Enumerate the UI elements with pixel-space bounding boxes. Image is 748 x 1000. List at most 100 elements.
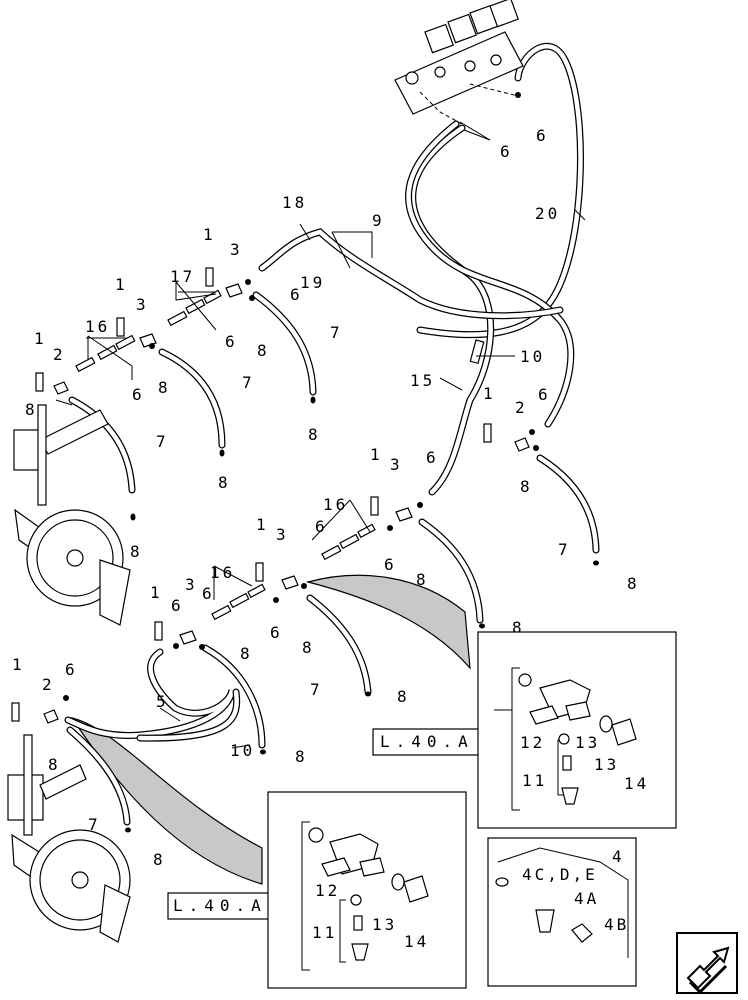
row-unit-lower [7, 734, 131, 943]
hose-18 [258, 228, 564, 320]
svg-text:6: 6 [426, 448, 439, 467]
svg-text:2: 2 [515, 398, 528, 417]
reference-tag-a2: L.40.A 2 [167, 892, 288, 921]
svg-text:3: 3 [136, 295, 149, 314]
svg-text:4A: 4A [574, 889, 599, 908]
svg-text:3: 3 [390, 455, 403, 474]
svg-text:8: 8 [218, 473, 231, 492]
detail-box-a2: 12 11 13 14 [267, 791, 467, 989]
hose-7-e [418, 518, 484, 624]
svg-text:8: 8 [257, 341, 270, 360]
svg-text:6: 6 [384, 555, 397, 574]
hose-7-c [252, 291, 317, 396]
svg-text:9: 9 [372, 211, 385, 230]
svg-text:12: 12 [315, 881, 340, 900]
svg-text:2: 2 [53, 345, 66, 364]
svg-text:15: 15 [410, 371, 435, 390]
svg-text:16: 16 [210, 563, 235, 582]
svg-text:1: 1 [115, 275, 128, 294]
svg-text:8: 8 [240, 644, 253, 663]
svg-text:3: 3 [230, 240, 243, 259]
reference-tag-a3: L.40.A 3 [372, 728, 492, 756]
svg-text:8: 8 [397, 687, 410, 706]
svg-text:1: 1 [203, 225, 216, 244]
svg-text:6: 6 [132, 385, 145, 404]
svg-text:6: 6 [65, 660, 78, 679]
spacer-tubes [75, 289, 376, 621]
brackets [11, 267, 492, 722]
hose-5 [64, 648, 236, 739]
hose-15 [409, 124, 495, 496]
hose-20 [416, 42, 584, 339]
svg-text:16: 16 [85, 317, 110, 336]
svg-text:11: 11 [312, 923, 337, 942]
leader-lines [55, 209, 586, 749]
svg-text:8: 8 [520, 477, 533, 496]
hose-7-d [536, 454, 600, 554]
svg-text:6: 6 [315, 517, 328, 536]
svg-text:8: 8 [302, 638, 315, 657]
detail-box-a3: 12 13 13 14 11 [477, 631, 677, 829]
svg-text:8: 8 [308, 425, 321, 444]
svg-text:1: 1 [150, 583, 163, 602]
svg-text:L.40.A: L.40.A [380, 732, 474, 751]
svg-text:16: 16 [323, 495, 348, 514]
hose-7-g [201, 644, 266, 749]
clamps [63, 92, 539, 701]
svg-text:1: 1 [12, 655, 25, 674]
svg-text:8: 8 [416, 570, 429, 589]
svg-text:7: 7 [156, 432, 169, 451]
hose-7-b [158, 348, 226, 449]
valve-manifold [394, 0, 524, 141]
svg-text:7: 7 [310, 680, 323, 699]
svg-text:14: 14 [404, 932, 429, 951]
svg-text:17: 17 [170, 267, 195, 286]
svg-text:1: 1 [370, 445, 383, 464]
svg-text:8: 8 [153, 850, 166, 869]
shield-lower [70, 717, 263, 885]
arrow-next-icon[interactable] [676, 932, 738, 995]
svg-text:6: 6 [202, 584, 215, 603]
svg-text:8: 8 [48, 755, 61, 774]
svg-text:5: 5 [156, 692, 169, 711]
svg-text:6: 6 [538, 385, 551, 404]
hose-10-upper [405, 120, 575, 428]
svg-text:8: 8 [25, 400, 38, 419]
svg-text:13: 13 [575, 733, 600, 752]
svg-text:7: 7 [242, 373, 255, 392]
callout-labels: 1 3 17 1 3 16 1 2 8 6 8 6 8 6 19 18 9 7 … [12, 126, 640, 869]
svg-text:4C,D,E: 4C,D,E [522, 865, 598, 884]
shield-upper [305, 574, 471, 670]
svg-text:7: 7 [558, 540, 571, 559]
svg-text:20: 20 [535, 204, 560, 223]
svg-text:6: 6 [536, 126, 549, 145]
svg-text:1: 1 [256, 515, 269, 534]
svg-text:19: 19 [300, 273, 325, 292]
svg-text:4: 4 [612, 847, 625, 866]
hose-10-lower [136, 688, 241, 742]
svg-text:14: 14 [624, 774, 649, 793]
detail-box-4: 4 4C,D,E 4A 4B [487, 837, 637, 987]
svg-text:10: 10 [230, 741, 255, 760]
svg-text:6: 6 [290, 285, 303, 304]
svg-text:6: 6 [225, 332, 238, 351]
svg-text:7: 7 [330, 323, 343, 342]
svg-text:13: 13 [372, 915, 397, 934]
svg-text:8: 8 [295, 747, 308, 766]
svg-text:L.40.A: L.40.A [173, 896, 267, 915]
svg-text:8: 8 [627, 574, 640, 593]
svg-text:11: 11 [522, 771, 547, 790]
svg-text:13: 13 [594, 755, 619, 774]
svg-text:4B: 4B [604, 915, 629, 934]
svg-text:8: 8 [512, 618, 525, 637]
hose-end-caps [125, 396, 599, 833]
svg-text:7: 7 [88, 815, 101, 834]
tee-fittings [43, 283, 530, 724]
row-unit-upper [13, 404, 131, 626]
svg-text:6: 6 [270, 623, 283, 642]
svg-text:10: 10 [520, 347, 545, 366]
hose-7-a [68, 396, 136, 494]
svg-text:1: 1 [483, 384, 496, 403]
svg-text:8: 8 [158, 378, 171, 397]
